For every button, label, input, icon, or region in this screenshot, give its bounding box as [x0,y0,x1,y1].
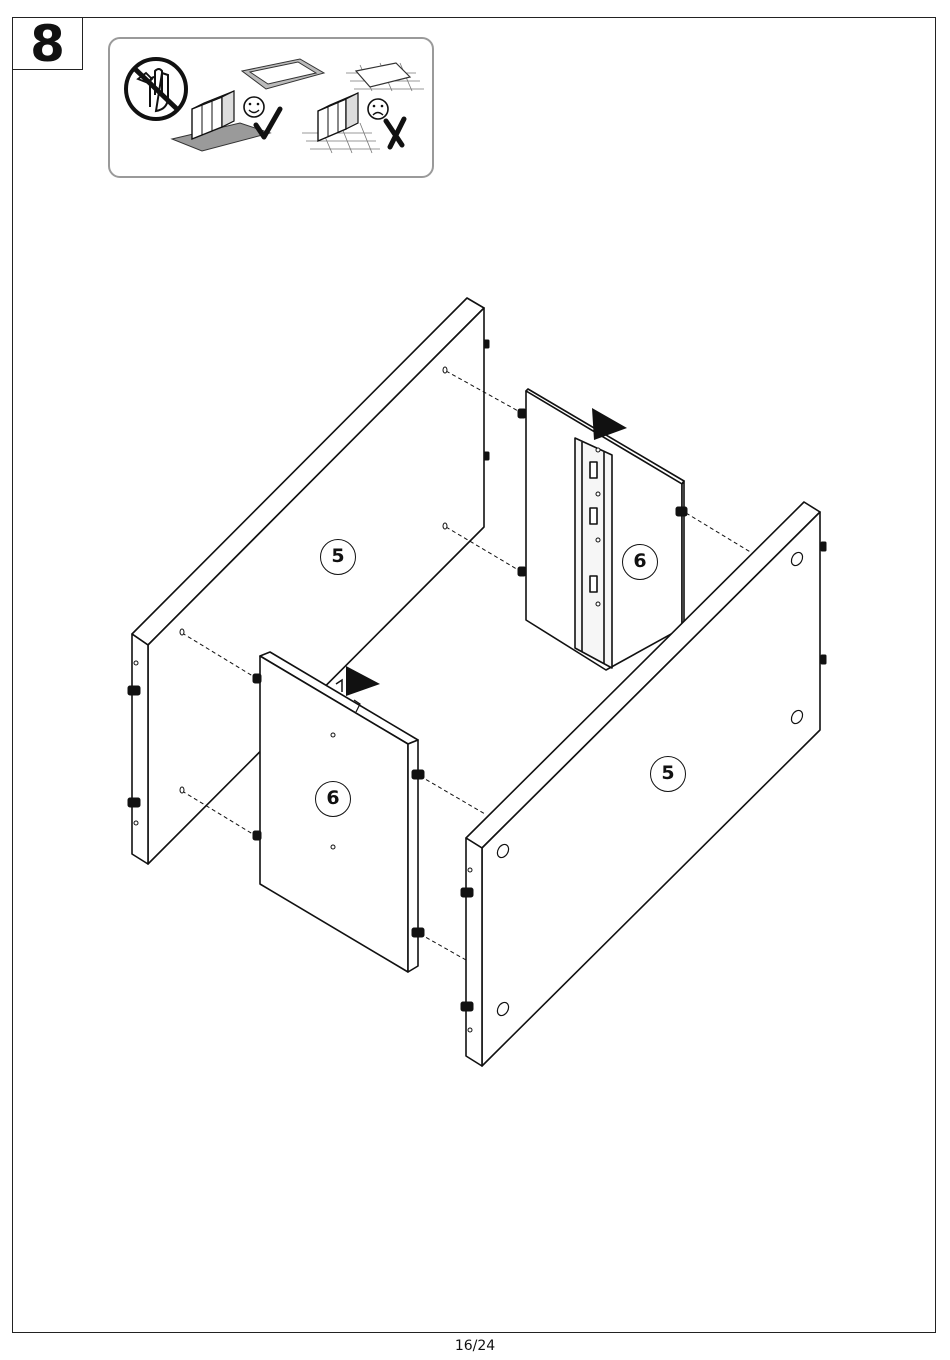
arrow-back-divider [592,408,627,440]
page-number: 16/24 [0,1338,950,1354]
part-label-side-panel-front: 5 [650,756,686,792]
part-label-side-panel-back: 5 [320,539,356,575]
part-label-divider-back: 6 [622,544,658,580]
arrow-front-divider [346,666,380,696]
part-label-divider-front: 6 [315,781,351,817]
